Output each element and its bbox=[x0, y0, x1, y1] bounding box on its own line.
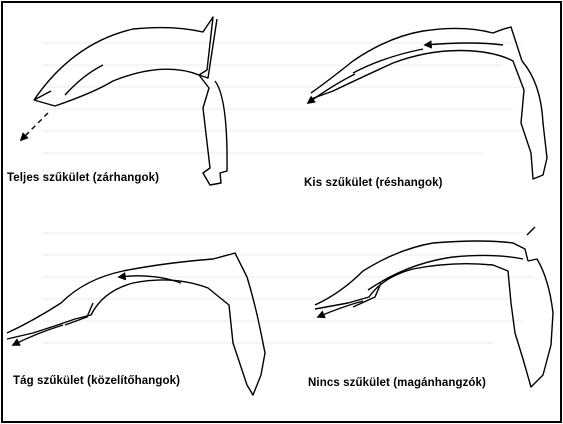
back-wall-line bbox=[527, 227, 535, 235]
panel-approximant-diagram bbox=[7, 253, 265, 395]
airflow-arrow-upper bbox=[425, 43, 503, 45]
airflow-arrow bbox=[318, 301, 363, 317]
caption-stops: Teljes szűkület (zárhangok) bbox=[7, 172, 159, 184]
airflow-line bbox=[368, 255, 523, 290]
caption-approximants: Tág szűkület (közelítőhangok) bbox=[13, 375, 180, 387]
escape-arrow bbox=[21, 113, 48, 140]
palate-contour bbox=[34, 17, 217, 100]
tongue-contour bbox=[311, 51, 547, 180]
vocal-tract-diagram bbox=[3, 3, 560, 421]
airflow-arrow-upper bbox=[119, 276, 181, 283]
palate-contour bbox=[315, 241, 528, 305]
lip-contour bbox=[353, 283, 381, 307]
caption-vowels: Nincs szűkület (magánhangzók) bbox=[308, 377, 486, 389]
palate-contour bbox=[7, 253, 247, 333]
tongue-contour bbox=[315, 259, 553, 387]
panel-fricative-diagram bbox=[308, 27, 547, 179]
airflow-arrow-lower bbox=[13, 325, 63, 345]
panel-vowel-diagram bbox=[315, 227, 553, 387]
palate-contour bbox=[311, 27, 522, 93]
caption-fricatives: Kis szűkület (réshangok) bbox=[304, 177, 443, 189]
tongue-contour bbox=[34, 69, 227, 185]
panel-stop-diagram bbox=[21, 17, 227, 185]
airflow-line-mid bbox=[353, 49, 423, 73]
upper-airflow-line bbox=[65, 65, 103, 95]
